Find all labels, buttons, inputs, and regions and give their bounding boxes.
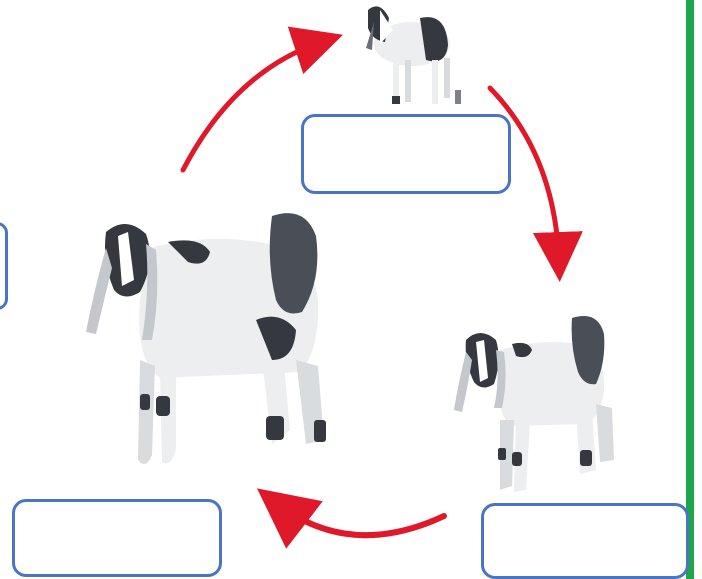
adult-goat-image	[86, 213, 326, 464]
stage-label-box-bottom-right[interactable]	[481, 503, 689, 579]
young-goat-image	[454, 316, 614, 492]
cycle-arrow-top-left	[180, 26, 344, 173]
green-border	[686, 0, 694, 579]
cycle-arrow-bottom	[256, 488, 447, 549]
stage-label-box-bottom-left[interactable]	[12, 499, 222, 577]
kid-goat-image	[366, 6, 461, 104]
stage-label-box-left-edge[interactable]	[0, 222, 8, 310]
cycle-arrow-top-right	[487, 85, 583, 282]
stage-label-box-top[interactable]	[301, 114, 511, 194]
